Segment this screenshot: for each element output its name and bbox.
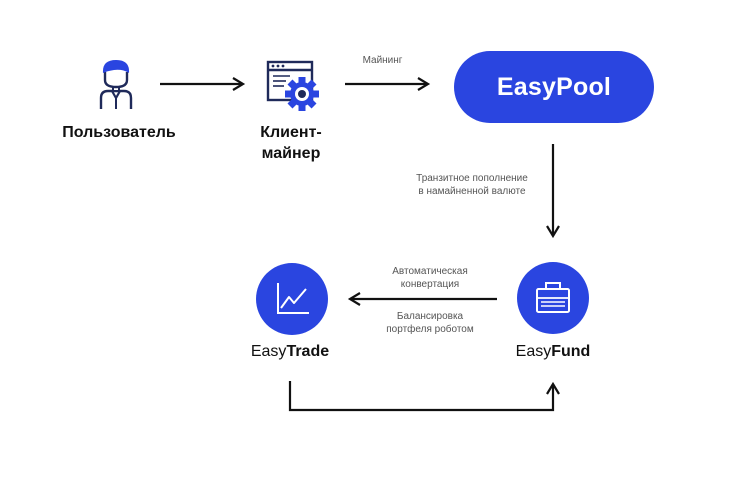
briefcase-icon — [536, 282, 570, 313]
auto-conversion-edge-label: Автоматическая конвертация — [360, 265, 500, 291]
transit-edge-label: Транзитное пополнение в намайненной валю… — [392, 172, 552, 198]
easytrade-label-prefix: Easy — [250, 343, 287, 360]
auto-conversion-edge-label-line2: конвертация — [400, 279, 460, 290]
easyfund-node — [517, 262, 589, 334]
easypool-node: EasyPool — [454, 51, 654, 123]
client-label: Клиент- майнер — [236, 122, 346, 164]
client-label-line1: Клиент- — [260, 124, 322, 141]
transit-edge-label-line1: Транзитное пополнение — [416, 173, 528, 184]
easytrade-label-suffix: Trade — [286, 343, 330, 360]
easyfund-label: EasyFund — [493, 341, 613, 362]
mining-edge-label: Майнинг — [362, 55, 403, 66]
rebalancing-edge-label-line1: Балансировка — [396, 311, 464, 322]
window-gear-icon — [266, 60, 319, 111]
arrow-easytrade-to-easyfund — [288, 381, 560, 412]
client-label-line2: майнер — [261, 145, 321, 162]
rebalancing-edge-label-line2: портфеля роботом — [386, 324, 474, 335]
transit-edge-label-line2: в намайненной валюте — [418, 186, 526, 197]
user-icon — [99, 60, 133, 109]
auto-conversion-edge-label-line1: Автоматическая — [392, 266, 468, 277]
easytrade-label: EasyTrade — [230, 341, 350, 362]
easytrade-node — [256, 263, 328, 335]
user-label: Пользователь — [62, 124, 176, 141]
easypool-label: EasyPool — [496, 72, 612, 101]
easyfund-label-prefix: Easy — [515, 343, 552, 360]
trend-chart-icon — [277, 283, 309, 314]
easyfund-label-suffix: Fund — [551, 343, 591, 360]
rebalancing-edge-label: Балансировка портфеля роботом — [360, 310, 500, 336]
